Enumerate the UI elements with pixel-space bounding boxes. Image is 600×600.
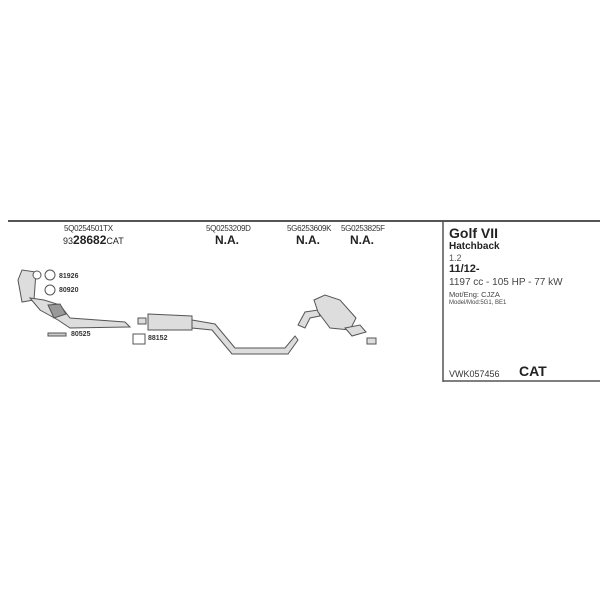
rear-silencer	[297, 294, 377, 345]
part-ref: N.A.	[215, 233, 239, 247]
model-code: Model/Mod:5G1, BE1	[449, 300, 507, 306]
vehicle-date: 11/12-	[449, 263, 480, 275]
ref-prefix: 93	[63, 236, 74, 246]
part-ref: N.A.	[296, 233, 320, 247]
accessory-ref: 81926	[59, 273, 79, 280]
accessory-ref: 88152	[148, 335, 168, 342]
part-ref: 9328682CAT	[63, 233, 124, 247]
vehicle-body: Hatchback	[449, 241, 500, 252]
ref-main: 28682	[73, 233, 107, 247]
accessory-ref: 80525	[71, 331, 91, 338]
vehicle-specs: 1197 cc - 105 HP - 77 kW	[449, 277, 563, 288]
kit-code: VWK057456	[449, 369, 500, 379]
part-number: 5G6253609K	[287, 224, 332, 233]
part-number: 5Q0253209D	[206, 224, 251, 233]
vehicle-model: Golf VII	[449, 225, 498, 241]
ref-suffix: CAT	[106, 236, 124, 246]
middle-silencer-pipe	[132, 313, 299, 355]
accessory-ref: 80920	[59, 287, 79, 294]
gaskets	[44, 269, 67, 337]
part-number: 5G0253825F	[341, 224, 385, 233]
catalytic-converter-front-pipe	[17, 269, 132, 329]
engine-size: 1.2	[449, 253, 462, 263]
kit-type: CAT	[519, 363, 547, 379]
part-ref: N.A.	[350, 233, 374, 247]
engine-code: Mot/Eng: CJZA	[449, 290, 500, 299]
part-number: 5Q0254501TX	[64, 224, 113, 233]
